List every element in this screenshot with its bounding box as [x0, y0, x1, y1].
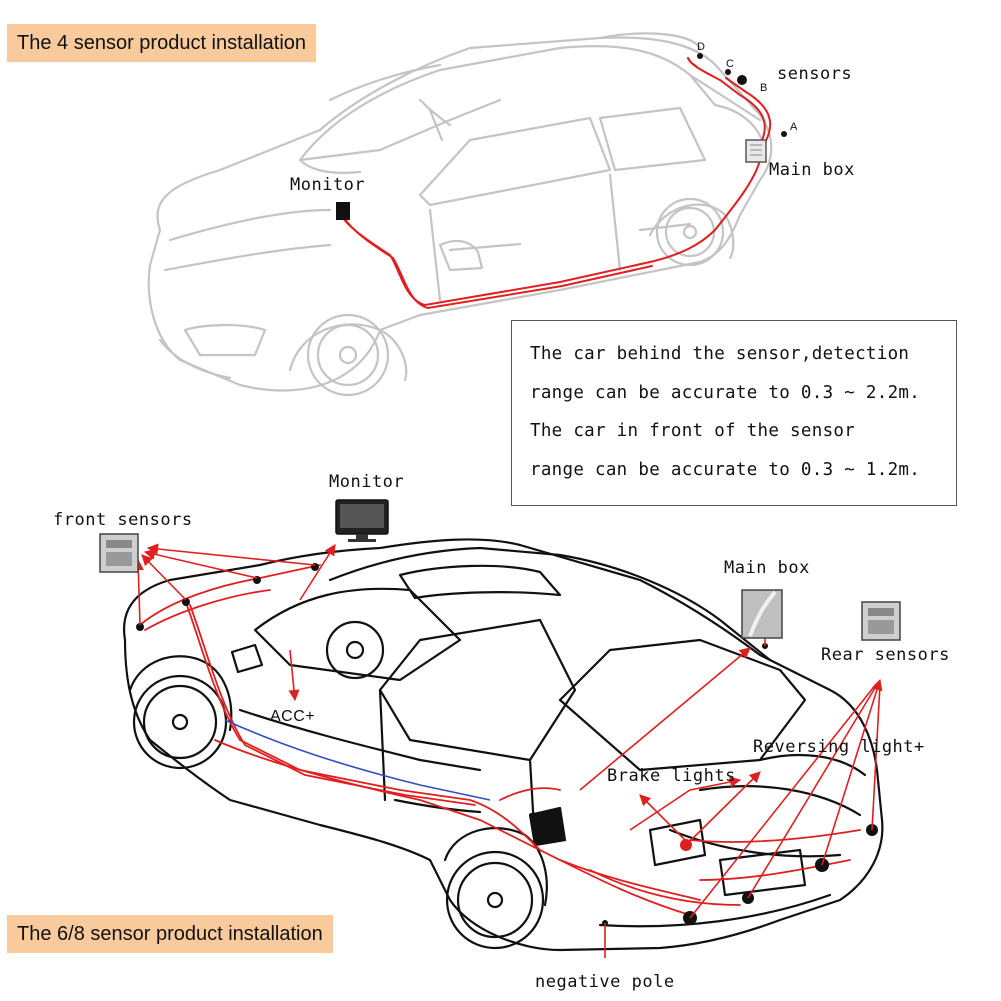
bottom-label-front-sensors: front sensors: [53, 510, 193, 530]
bottom-car-outline: [123, 538, 884, 952]
sensor-point-a: [781, 131, 787, 137]
rear-sensors-icon: [861, 601, 901, 641]
top-label-point-c: C: [726, 58, 734, 70]
top-label-point-a: A: [790, 121, 798, 133]
sensor-point-c: [725, 69, 731, 75]
top-label-point-b: B: [760, 82, 768, 94]
bottom-pointer-arrows: [132, 543, 883, 958]
bottom-main-box-icon: [741, 589, 783, 639]
info-line-1: The car behind the sensor,detection: [530, 344, 910, 364]
bottom-label-rear-sensors: Rear sensors: [821, 645, 950, 665]
top-car-wiring: [339, 57, 772, 310]
bottom-label-negative-pole: negative pole: [535, 972, 675, 992]
info-line-2: range can be accurate to 0.3 ~ 2.2m.: [530, 382, 921, 403]
bottom-label-brake-lights: Brake lights: [607, 766, 736, 786]
top-label-sensors: sensors: [777, 64, 853, 84]
fuel-cap: [529, 809, 565, 845]
top-label-point-d: D: [697, 41, 705, 53]
banner-6-8-sensor: The 6/8 sensor product installation: [7, 915, 333, 953]
sensor-point-b: [737, 75, 747, 85]
top-main-box-icon: [745, 139, 767, 163]
front-sensors-icon: [99, 533, 139, 573]
bottom-label-monitor: Monitor: [329, 472, 405, 492]
bottom-car-wiring-blue: [224, 719, 491, 801]
top-label-main-box: Main box: [769, 160, 855, 180]
sensor-point-d: [697, 53, 703, 59]
bottom-label-reversing-light: Reversing light+: [753, 737, 925, 757]
info-line-4: range can be accurate to 0.3 ~ 1.2m.: [530, 459, 921, 480]
detection-range-info-box: The car behind the sensor,detection rang…: [511, 320, 957, 506]
info-line-3: The car in front of the sensor: [530, 421, 856, 441]
top-label-monitor: Monitor: [290, 175, 366, 195]
bottom-label-main-box: Main box: [724, 558, 810, 578]
top-monitor-icon: [336, 202, 350, 220]
bottom-monitor-icon: [335, 499, 389, 542]
banner-4-sensor: The 4 sensor product installation: [7, 24, 317, 62]
bottom-label-acc: ACC+: [270, 708, 316, 725]
top-sensor-points: [697, 53, 787, 137]
